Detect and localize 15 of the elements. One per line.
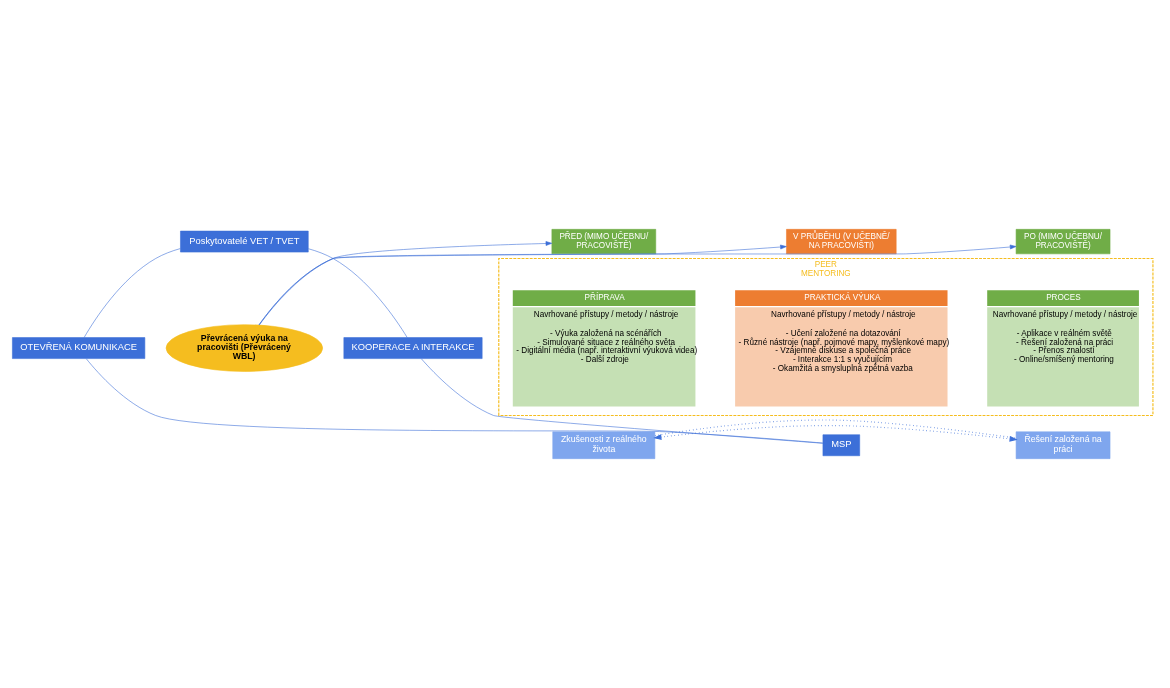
node-box: Zkušenosti z reálného života <box>552 431 656 459</box>
arrow <box>258 244 787 326</box>
node-box: Poskytovatelé VET / TVET <box>180 230 309 253</box>
arrow <box>653 425 1018 442</box>
arrow <box>258 244 1017 326</box>
connector <box>308 248 408 338</box>
node-ellipse: Převrácená výuka na pracovišti (Převrácený WBL) <box>165 324 323 372</box>
connector <box>83 248 181 338</box>
node-box: KOOPERACE A INTERAKCE <box>343 337 483 359</box>
connector <box>421 358 824 444</box>
node-box: Řešení založená na práci <box>1015 431 1111 459</box>
node-box: MSP <box>822 434 860 457</box>
connector <box>654 419 1017 439</box>
node-box: OTEVŘENÁ KOMUNIKACE <box>12 337 146 359</box>
connector <box>86 358 824 444</box>
